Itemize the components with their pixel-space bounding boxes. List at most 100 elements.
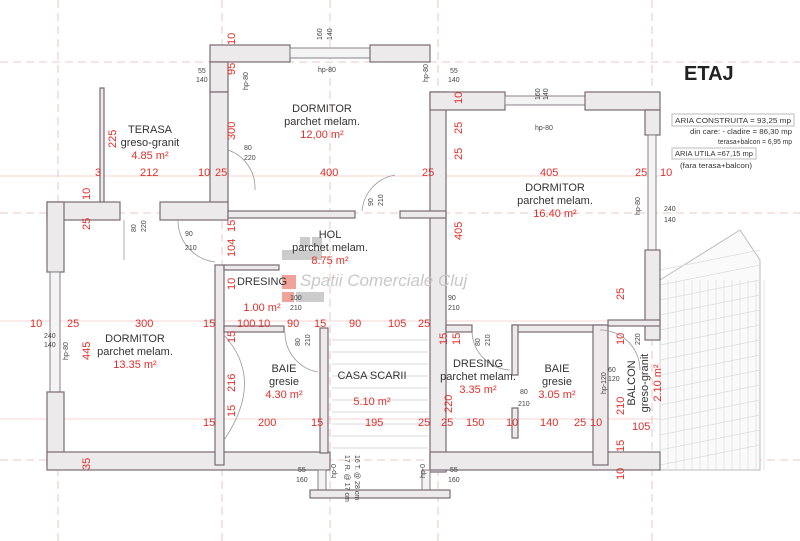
dimension-label: 15: [226, 220, 238, 232]
room-name: BAIE: [544, 363, 569, 375]
opening-label: 210: [485, 334, 492, 346]
room-finish: parchet melam.: [292, 242, 368, 254]
opening-label: 140: [664, 217, 676, 224]
dimension-label: 15: [615, 440, 627, 452]
opening-label: 100: [290, 295, 302, 302]
dimension-label: 212: [140, 167, 158, 179]
opening-label: 17 R. @ 17 cm: [343, 455, 350, 502]
walls: [46, 44, 661, 499]
dimension-label: 300: [226, 122, 238, 140]
aria-utila-note: (fara terasa+balcon): [680, 161, 753, 170]
dimension-label: 90: [349, 318, 361, 330]
room-name: BALCON: [626, 360, 638, 405]
dimension-label: 25: [418, 417, 430, 429]
opening-label: 140: [543, 88, 550, 100]
opening-label: 90: [368, 198, 375, 206]
room-name: CASA SCARII: [337, 370, 406, 382]
opening-label: hp-80: [423, 64, 430, 82]
dimension-label: 10: [30, 318, 42, 330]
room-area: 16.40 m²: [533, 208, 577, 220]
room-area: 13.35 m²: [113, 359, 157, 371]
room-area: 8.75 m²: [311, 255, 349, 267]
dimension-label: 200: [258, 417, 276, 429]
room-name: DORMITOR: [105, 333, 165, 345]
room-finish: greso-granit: [639, 354, 651, 413]
opening-label: 160: [448, 477, 460, 484]
dimension-label: 10: [81, 188, 93, 200]
opening-label: 210: [378, 194, 385, 206]
opening-label: 240: [44, 333, 56, 340]
dimension-label: 405: [453, 222, 465, 240]
opening-label: 80: [131, 224, 138, 232]
opening-label: 210: [290, 305, 302, 312]
room-area: 2.10 m²: [652, 364, 664, 402]
dimension-label: 15: [226, 405, 238, 417]
opening-label: 80: [475, 338, 482, 346]
dimension-label: 225: [107, 130, 119, 148]
area-info: ARIA CONSTRUITA = 93,25 mp din care: - c…: [671, 113, 795, 170]
opening-label: 140: [44, 342, 56, 349]
dimension-label: 150: [466, 417, 484, 429]
opening-label: hp-80: [318, 67, 336, 74]
room-area: 4.30 m²: [265, 389, 303, 401]
dimension-label: 25: [453, 122, 465, 134]
dimension-label: 100: [237, 318, 255, 330]
dimension-label: 10: [615, 468, 627, 480]
dimension-label: 3: [95, 167, 101, 179]
dimension-label: 10: [660, 167, 672, 179]
opening-label: hp-80: [243, 72, 250, 90]
dimension-label: 25: [635, 167, 647, 179]
room-name: DORMITOR: [292, 103, 352, 115]
opening-label: 160: [296, 477, 308, 484]
dimension-label: 105: [632, 421, 650, 433]
opening-label: 210: [185, 245, 197, 252]
room-area: 5.10 m²: [353, 396, 391, 408]
dimension-label: 300: [135, 318, 153, 330]
opening-label: 90: [185, 231, 193, 238]
dimension-label: 104: [226, 239, 238, 257]
opening-label: 55: [198, 68, 206, 75]
dimension-label: 400: [320, 167, 338, 179]
opening-label: hp-80: [635, 197, 642, 215]
dimension-label: 90: [287, 318, 299, 330]
opening-label: hp-80: [535, 125, 553, 132]
dimension-label: 140: [540, 417, 558, 429]
room-name: BAIE: [271, 363, 296, 375]
dimension-label: 216: [226, 374, 238, 392]
opening-label: 120: [608, 376, 620, 383]
dimension-label: 25: [453, 148, 465, 160]
dimension-label: 105: [388, 318, 406, 330]
room-finish: parchet melam.: [517, 195, 593, 207]
stairs: [332, 339, 428, 449]
opening-label: 80: [295, 338, 302, 346]
floor-title: ETAJ: [684, 63, 734, 85]
watermark-logo: Spatii Comerciale Cluj: [282, 237, 468, 302]
dimension-label: 210: [615, 397, 627, 415]
opening-label: 240: [664, 206, 676, 213]
dimension-label: 195: [365, 417, 383, 429]
din-care: din care: - cladire = 86,30 mp: [690, 127, 792, 136]
opening-label: 16 T. @ 28 cm: [353, 455, 360, 500]
opening-label: 210: [518, 401, 530, 408]
dimension-label: 25: [422, 167, 434, 179]
opening-label: hp-0: [331, 464, 338, 478]
dimension-label: 25: [418, 318, 430, 330]
opening-label: 140: [448, 77, 460, 84]
opening-label: 220: [244, 155, 256, 162]
opening-label: 55: [298, 467, 306, 474]
dimension-label: 25: [81, 218, 93, 230]
dimension-label: 25: [574, 417, 586, 429]
opening-label: hp-0: [420, 464, 427, 478]
dimension-label: 10: [590, 417, 602, 429]
room-finish: greso-granit: [121, 137, 180, 149]
opening-label: 90: [448, 295, 456, 302]
